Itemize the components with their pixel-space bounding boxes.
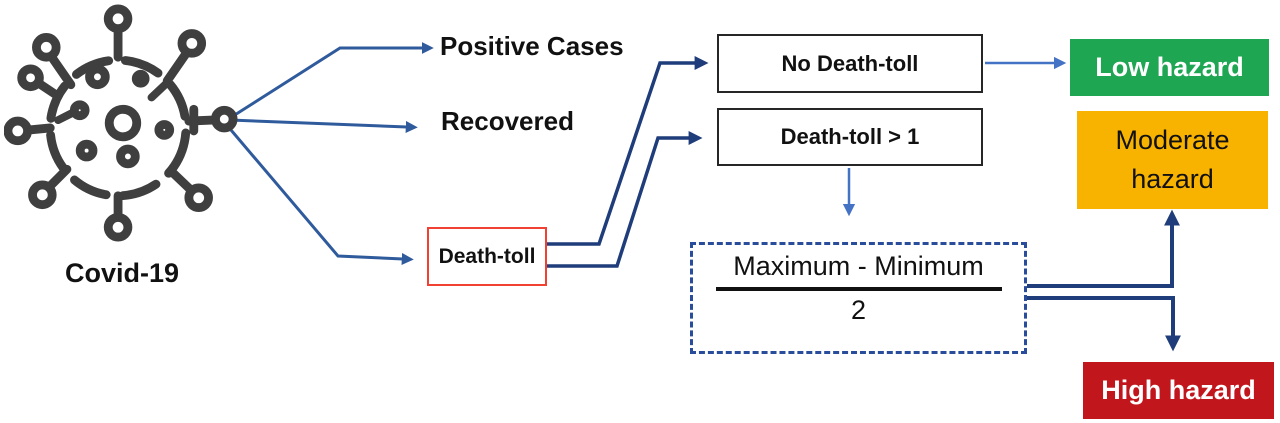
arrow-formula-to-high-hazard	[1025, 296, 1181, 352]
arrow-formula-to-moderate-hazard	[1023, 209, 1180, 298]
high-hazard-box: High hazard	[1083, 362, 1274, 419]
no-death-toll-label: No Death-toll	[781, 50, 919, 76]
death-toll-box: Death-toll	[427, 227, 547, 286]
arrow-virus-to-death-toll	[229, 129, 414, 265]
moderate-hazard-box: Moderate hazard	[1077, 111, 1268, 209]
arrow-virus-to-positive-cases	[229, 42, 434, 120]
recovered-label: Recovered	[441, 106, 574, 136]
death-toll-label: Death-toll	[438, 244, 536, 268]
low-hazard-box: Low hazard	[1070, 39, 1269, 96]
covid-19-label: Covid-19	[64, 258, 180, 288]
no-death-toll-box: No Death-toll	[717, 34, 983, 93]
positive-cases-label: Positive Cases	[440, 31, 624, 61]
arrow-death-toll-to-death-gt1	[547, 131, 703, 268]
fraction-bar	[715, 287, 1002, 291]
moderate-hazard-label: Moderate hazard	[1115, 124, 1230, 194]
formula-box: Maximum - Minimum 2	[690, 242, 1027, 354]
death-toll-gt-1-label: Death-toll > 1	[780, 124, 920, 149]
coronavirus-icon	[3, 2, 240, 248]
high-hazard-label: High hazard	[1101, 375, 1256, 405]
death-toll-gt-1-box: Death-toll > 1	[717, 108, 983, 166]
arrow-death-toll-to-no-death	[547, 56, 709, 246]
arrow-virus-to-recovered	[229, 118, 418, 133]
formula-numerator: Maximum - Minimum	[733, 251, 984, 281]
low-hazard-label: Low hazard	[1095, 52, 1244, 82]
formula-denominator: 2	[850, 295, 867, 325]
